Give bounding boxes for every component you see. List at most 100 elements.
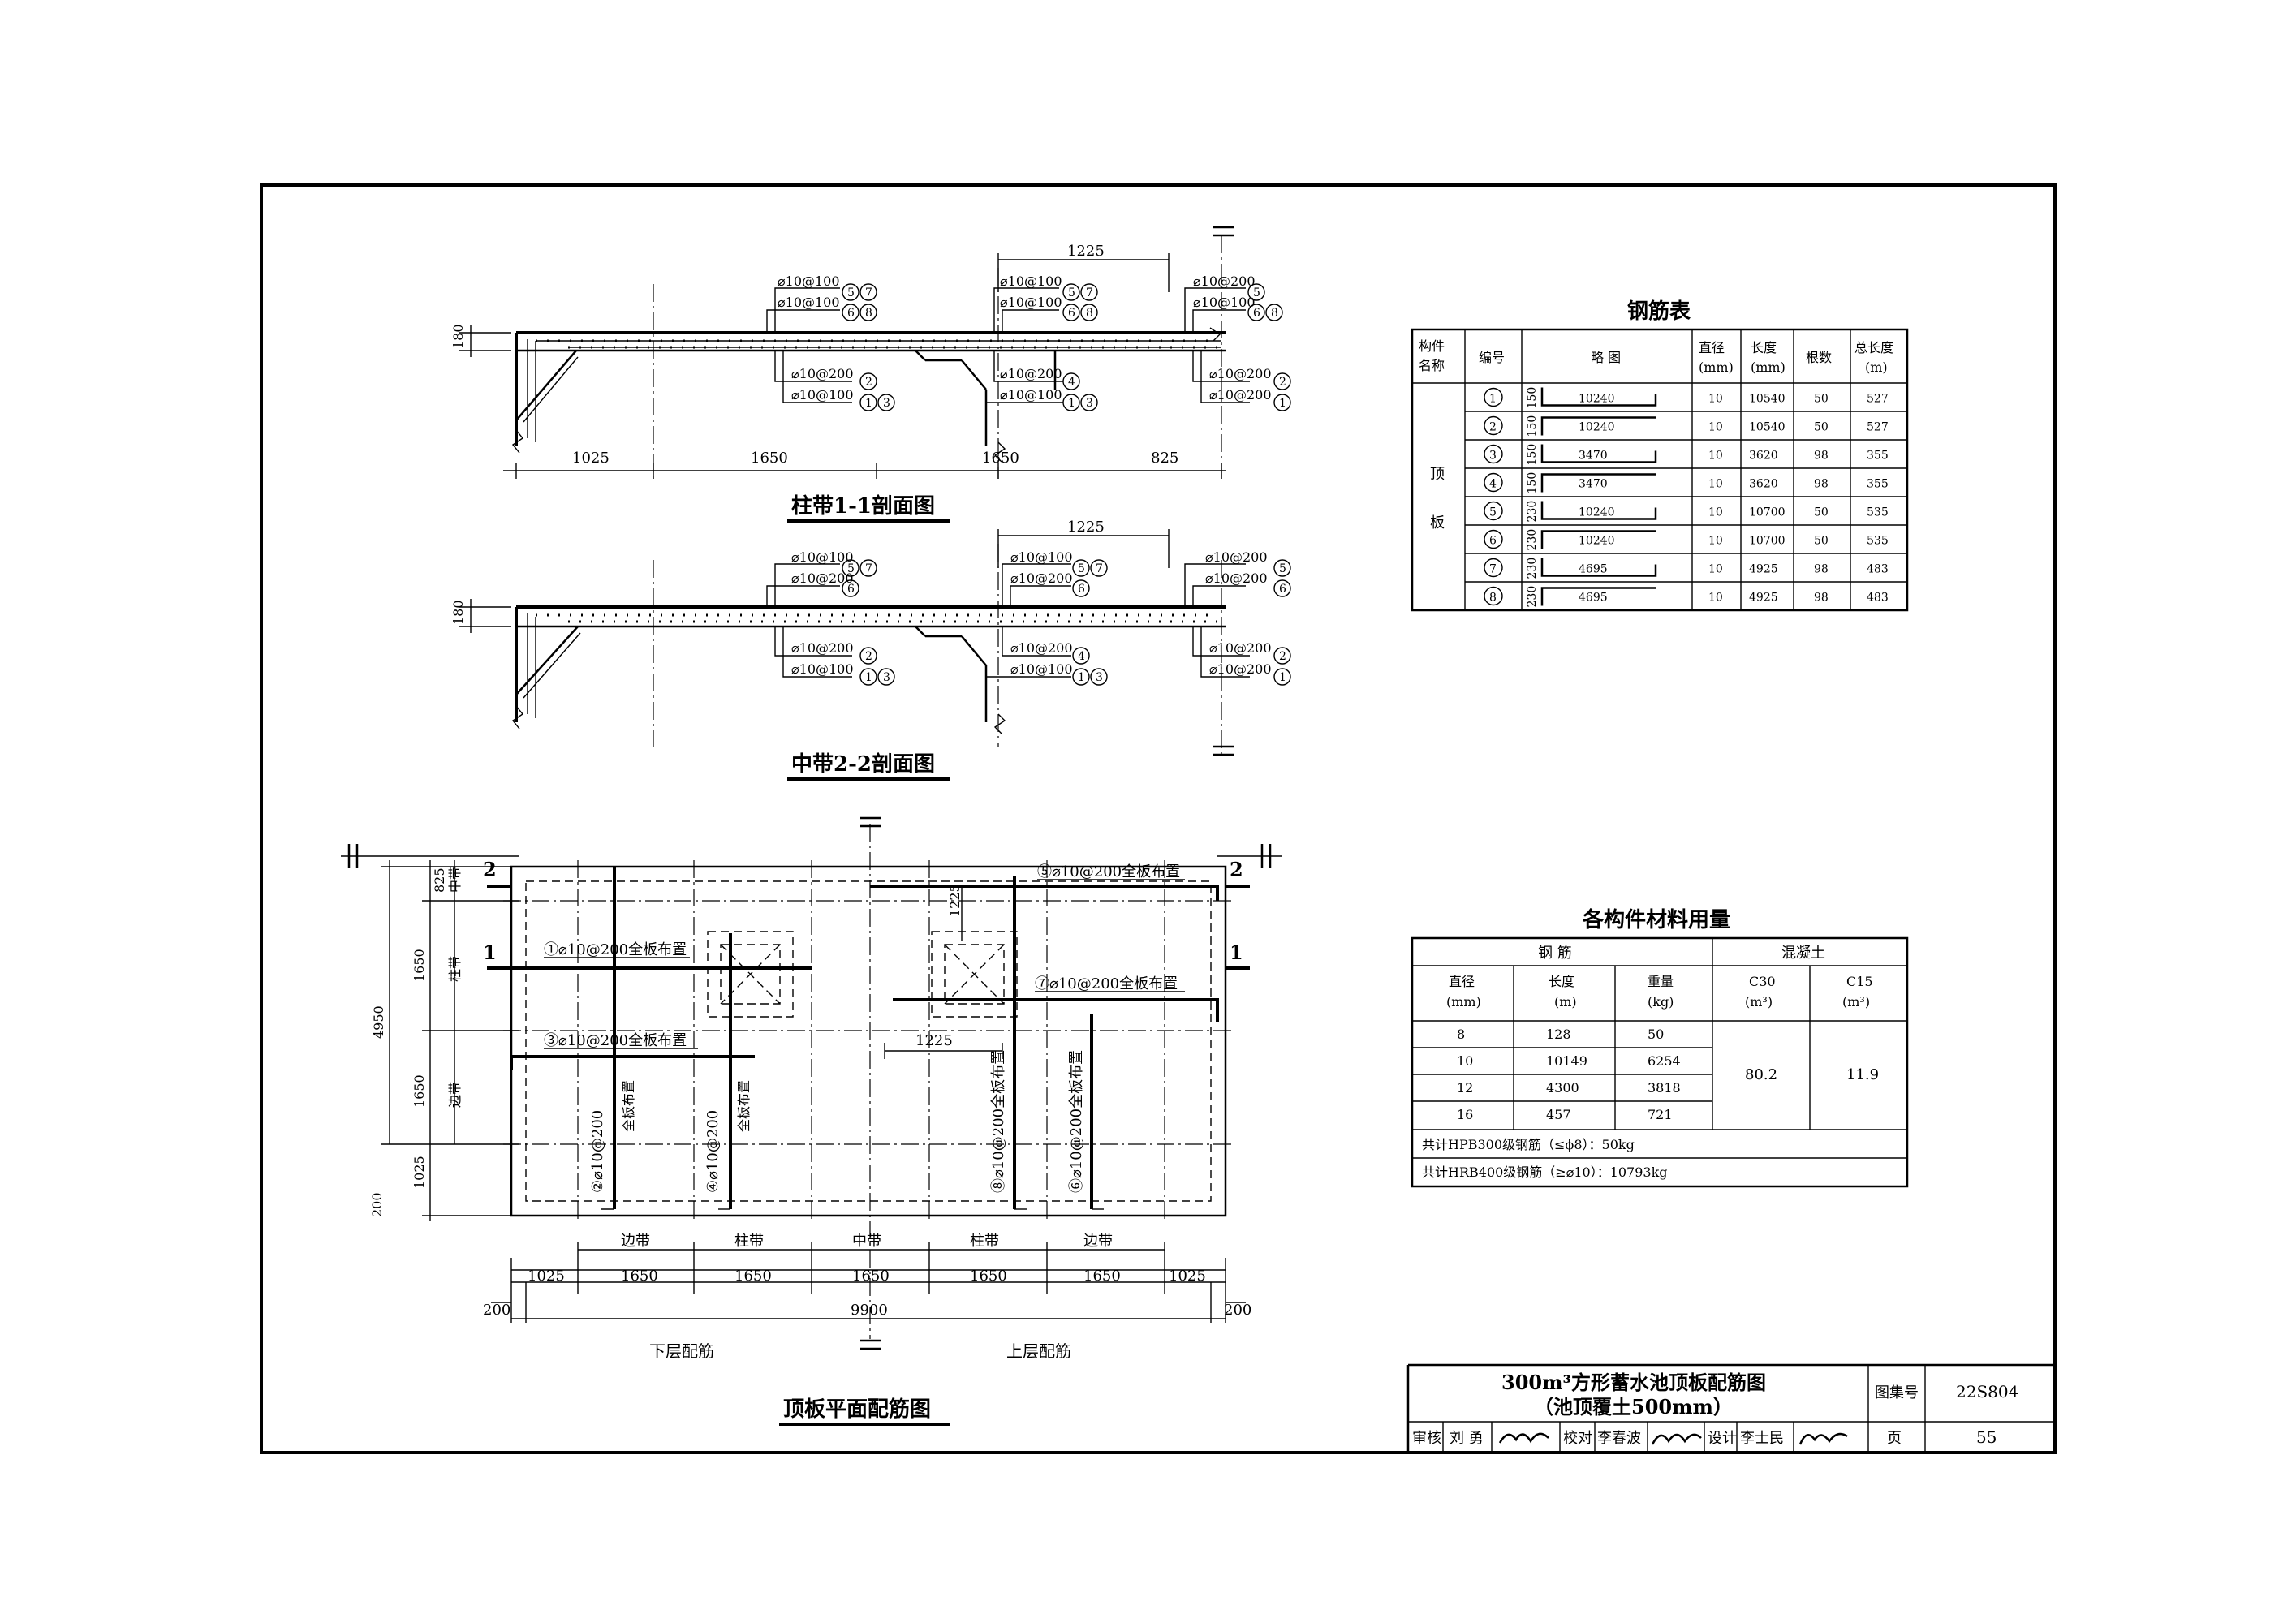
rebar-total: 483 bbox=[1867, 563, 1889, 576]
rebar-dia: 10 bbox=[1708, 421, 1723, 434]
plan-dim-1225: 1225 bbox=[915, 1032, 953, 1049]
plan-note-7: ⑦⌀10@200全板布置 bbox=[1035, 975, 1178, 992]
svg-text:6: 6 bbox=[1068, 307, 1075, 320]
svg-text:5: 5 bbox=[1253, 286, 1260, 299]
svg-text:2: 2 bbox=[865, 650, 872, 663]
bdim-1: 1025 bbox=[528, 1268, 565, 1285]
rebar-sketch bbox=[1540, 530, 1656, 549]
rb-member-2: 板 bbox=[1430, 514, 1445, 532]
mat-wt: 721 bbox=[1648, 1107, 1673, 1122]
material-table: 各构件材料用量 钢 筋 混凝土 直径 (mm) 长度 (m) 重量 (kg) C… bbox=[1411, 907, 1909, 1188]
rebar-len: 10700 bbox=[1749, 535, 1786, 548]
callout22-top-5: ⌀10@200 bbox=[1205, 549, 1268, 565]
svg-text:3: 3 bbox=[1086, 397, 1093, 410]
rebar-dia: 10 bbox=[1708, 450, 1723, 463]
dim-s11-2: 1650 bbox=[751, 450, 788, 467]
mat-wt: 3818 bbox=[1648, 1080, 1681, 1096]
ldim-1650b: 1650 bbox=[411, 1074, 427, 1108]
svg-text:3: 3 bbox=[1096, 671, 1103, 684]
rebar-hook: 230 bbox=[1526, 586, 1539, 608]
rebar-len: 10540 bbox=[1749, 421, 1786, 434]
rb-h-dia-unit: (mm) bbox=[1699, 359, 1734, 375]
dim-1225-s11: 1225 bbox=[1067, 243, 1105, 260]
mat-len: 10149 bbox=[1546, 1053, 1587, 1069]
mat-wt: 50 bbox=[1648, 1027, 1664, 1042]
callout22-bot-2: ⌀10@100 bbox=[791, 661, 854, 677]
rb-h-dia: 直径 bbox=[1699, 340, 1725, 355]
callout-bot-3: ⌀10@200 bbox=[1000, 366, 1062, 381]
plan-dim-1225-v: 1225 bbox=[947, 884, 963, 917]
svg-text:7: 7 bbox=[865, 286, 872, 299]
rebar-len-draw: 10240 bbox=[1579, 421, 1615, 434]
rebar-hook: 150 bbox=[1526, 415, 1539, 437]
section-2-2: 1225 180 ⌀10@100 ⌀10@200 5 7 6 ⌀10@100 ⌀… bbox=[450, 519, 1291, 781]
rebar-dia: 10 bbox=[1708, 592, 1723, 605]
rebar-total: 535 bbox=[1867, 506, 1889, 519]
rebar-dia: 10 bbox=[1708, 563, 1723, 576]
mt-h-len: 长度 bbox=[1549, 974, 1574, 989]
svg-text:1: 1 bbox=[1078, 671, 1085, 684]
callout-top-6: ⌀10@100 bbox=[1193, 295, 1256, 310]
mt-sum-hrb: 共计HRB400级钢筋（≥⌀10）：10793kg bbox=[1422, 1165, 1668, 1180]
mt-h-len-u: (m) bbox=[1554, 994, 1577, 1010]
tb-title-sub: （池顶覆土500mm） bbox=[1534, 1395, 1733, 1419]
rebar-total: 535 bbox=[1867, 535, 1889, 548]
mt-h-dia: 直径 bbox=[1449, 974, 1475, 989]
cut-1-left: 1 bbox=[483, 941, 497, 964]
rebar-no: 5 bbox=[1489, 506, 1497, 519]
callout-top-2: ⌀10@100 bbox=[778, 295, 840, 310]
plan-vnote-2b: 全板布置 bbox=[621, 1080, 636, 1132]
mat-wt: 6254 bbox=[1648, 1053, 1681, 1069]
rebar-total: 527 bbox=[1867, 421, 1889, 434]
rb-h-no: 编号 bbox=[1479, 350, 1505, 365]
band-2: 柱带 bbox=[734, 1233, 764, 1250]
lband-3: 边带 bbox=[447, 1082, 463, 1108]
svg-text:2: 2 bbox=[1279, 376, 1286, 389]
plan-note-1: ①⌀10@200全板布置 bbox=[544, 941, 687, 958]
rebar-len-draw: 10240 bbox=[1579, 393, 1615, 406]
svg-text:5: 5 bbox=[1068, 286, 1075, 299]
cut-2-right: 2 bbox=[1230, 858, 1243, 881]
rebar-count: 50 bbox=[1814, 535, 1829, 548]
mark-circles-top-right: 5 6 8 bbox=[1247, 283, 1283, 321]
mt-h-c15-u: (m³) bbox=[1842, 994, 1870, 1010]
plan-note-5: ⑤⌀10@200全板布置 bbox=[1037, 863, 1180, 880]
callout-bot-5: ⌀10@200 bbox=[1209, 366, 1272, 381]
mt-h-wt: 重量 bbox=[1648, 974, 1674, 989]
mark-circles-top-left: 5 7 6 8 bbox=[842, 283, 877, 321]
section-1-1: 1225 180 ⌀10@100 ⌀10@100 5 7 6 8 ⌀10@100… bbox=[450, 226, 1291, 523]
signature-review bbox=[1498, 1432, 1549, 1444]
svg-text:6: 6 bbox=[1078, 583, 1085, 596]
svg-text:5: 5 bbox=[847, 286, 855, 299]
rebar-len-draw: 10240 bbox=[1579, 535, 1615, 548]
mt-c30: 80.2 bbox=[1745, 1066, 1777, 1083]
tb-design-label: 设计 bbox=[1708, 1430, 1737, 1447]
title-block: 300m³方形蓄水池顶板配筋图 （池顶覆土500mm） 图集号 22S804 页… bbox=[1406, 1363, 2055, 1453]
mat-dia: 8 bbox=[1457, 1027, 1465, 1042]
svg-text:2: 2 bbox=[1279, 650, 1286, 663]
mt-h-wt-u: (kg) bbox=[1648, 994, 1674, 1010]
svg-text:5: 5 bbox=[1279, 562, 1286, 575]
callout22-bot-6: ⌀10@200 bbox=[1209, 661, 1272, 677]
callout22-bot-1: ⌀10@200 bbox=[791, 640, 854, 656]
svg-text:8: 8 bbox=[1086, 307, 1093, 320]
mt-h-c30-u: (m³) bbox=[1745, 994, 1773, 1010]
slab-plan: ①⌀10@200全板布置 ③⌀10@200全板布置 ⑤⌀10@200全板布置 ⑦… bbox=[341, 816, 1282, 1426]
rb-h-len-unit: (mm) bbox=[1751, 359, 1786, 375]
callout22-bot-5: ⌀10@200 bbox=[1209, 640, 1272, 656]
rebar-table-title: 钢筋表 bbox=[1627, 299, 1691, 324]
rb-h-total: 总长度 bbox=[1854, 340, 1893, 355]
mat-dia: 10 bbox=[1457, 1053, 1473, 1069]
rebar-no-circle bbox=[1484, 444, 1503, 464]
rebar-no: 1 bbox=[1489, 393, 1497, 406]
tb-check-name: 李春波 bbox=[1597, 1430, 1641, 1447]
rebar-len: 3620 bbox=[1749, 450, 1778, 463]
rb-member-1: 顶 bbox=[1430, 466, 1445, 483]
bdim-2: 1650 bbox=[621, 1268, 658, 1285]
mt-h-c30: C30 bbox=[1749, 974, 1776, 989]
dim-thk-s11: 180 bbox=[450, 324, 466, 349]
